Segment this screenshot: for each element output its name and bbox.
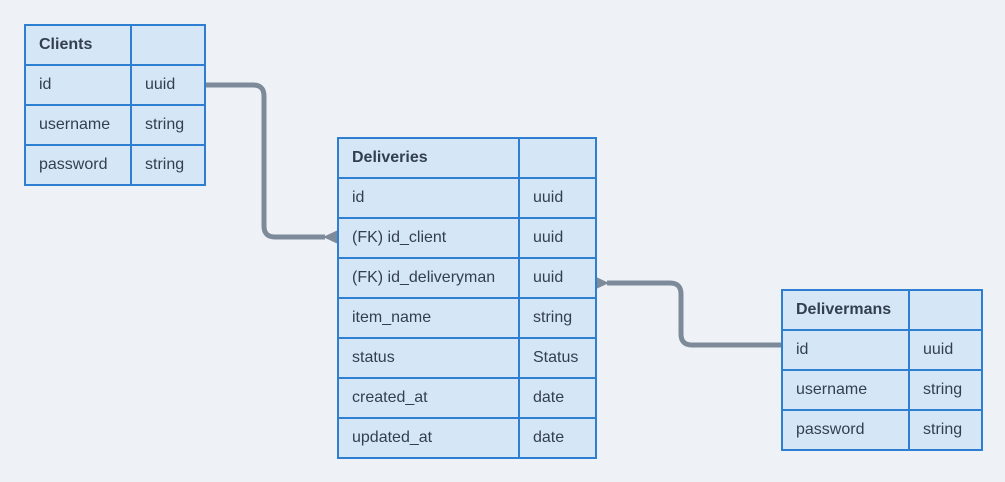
table-row: updated_at date <box>337 417 597 459</box>
arrowhead-right-icon <box>595 276 609 290</box>
table-row: status Status <box>337 337 597 379</box>
table-row: password string <box>24 144 206 186</box>
field-name-cell: id <box>337 177 520 219</box>
table-title: Delivermans <box>781 289 910 331</box>
field-type-cell: uuid <box>908 329 983 371</box>
field-type-cell: string <box>518 297 597 339</box>
table-header-row: Deliveries <box>337 137 597 179</box>
table-row: (FK) id_client uuid <box>337 217 597 259</box>
table-title: Deliveries <box>337 137 520 179</box>
connector-deliveries-delivermans <box>595 276 781 348</box>
field-name-cell: id <box>24 64 132 106</box>
table-header-empty-cell <box>908 289 983 331</box>
table-header-empty-cell <box>518 137 597 179</box>
arrowhead-left-icon <box>323 230 337 244</box>
table-delivermans: Delivermans id uuid username string pass… <box>781 289 983 451</box>
table-row: username string <box>24 104 206 146</box>
field-name-cell: id <box>781 329 910 371</box>
field-type-cell: string <box>908 409 983 451</box>
table-deliveries: Deliveries id uuid (FK) id_client uuid (… <box>337 137 597 459</box>
field-type-cell: string <box>130 144 206 186</box>
field-type-cell: string <box>908 369 983 411</box>
table-row: id uuid <box>781 329 983 371</box>
connector-clients-deliveries <box>203 82 337 244</box>
field-type-cell: string <box>130 104 206 146</box>
table-row: (FK) id_deliveryman uuid <box>337 257 597 299</box>
field-name-cell: created_at <box>337 377 520 419</box>
field-name-cell: (FK) id_deliveryman <box>337 257 520 299</box>
table-header-row: Clients <box>24 24 206 66</box>
field-type-cell: uuid <box>518 257 597 299</box>
field-name-cell: password <box>781 409 910 451</box>
field-name-cell: password <box>24 144 132 186</box>
table-clients: Clients id uuid username string password… <box>24 24 206 186</box>
table-row: id uuid <box>24 64 206 106</box>
field-type-cell: date <box>518 417 597 459</box>
field-type-cell: uuid <box>518 217 597 259</box>
table-header-row: Delivermans <box>781 289 983 331</box>
field-name-cell: status <box>337 337 520 379</box>
field-type-cell: Status <box>518 337 597 379</box>
table-row: created_at date <box>337 377 597 419</box>
table-title: Clients <box>24 24 132 66</box>
table-header-empty-cell <box>130 24 206 66</box>
field-type-cell: date <box>518 377 597 419</box>
table-row: username string <box>781 369 983 411</box>
field-name-cell: username <box>24 104 132 146</box>
field-name-cell: username <box>781 369 910 411</box>
field-type-cell: uuid <box>130 64 206 106</box>
table-row: item_name string <box>337 297 597 339</box>
table-row: id uuid <box>337 177 597 219</box>
field-name-cell: (FK) id_client <box>337 217 520 259</box>
field-type-cell: uuid <box>518 177 597 219</box>
field-name-cell: updated_at <box>337 417 520 459</box>
table-row: password string <box>781 409 983 451</box>
field-name-cell: item_name <box>337 297 520 339</box>
